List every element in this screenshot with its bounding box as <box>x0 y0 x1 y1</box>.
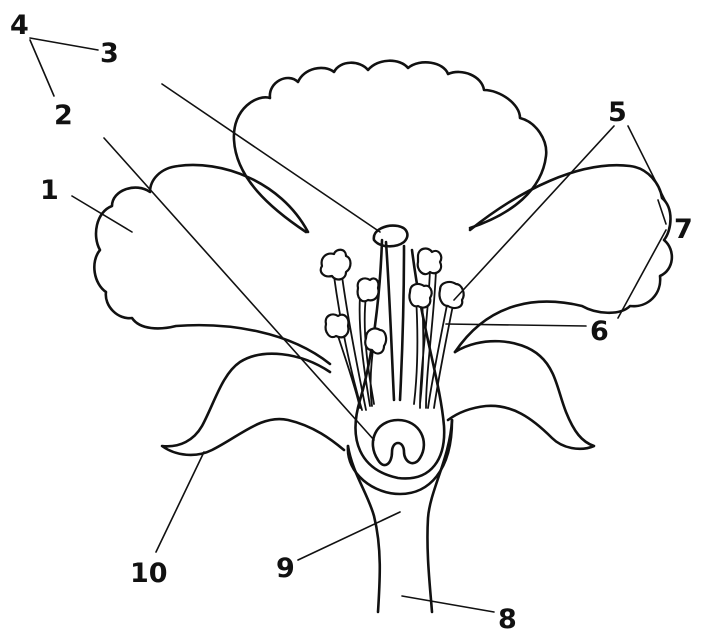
anther <box>326 314 349 337</box>
leader-line-2 <box>104 138 374 440</box>
stigma <box>374 226 408 247</box>
label-10: 10 <box>130 558 168 589</box>
leader-line-1 <box>72 196 132 232</box>
anther <box>358 278 379 301</box>
label-3: 3 <box>100 38 119 69</box>
ovule <box>373 420 424 465</box>
label-5: 5 <box>608 97 627 128</box>
anther <box>409 284 431 308</box>
style <box>386 242 404 400</box>
label-4: 4 <box>10 10 29 41</box>
leader-line-7 <box>618 200 666 318</box>
leader-line-9 <box>298 512 400 560</box>
label-2: 2 <box>54 100 73 131</box>
leader-line-8 <box>402 596 494 612</box>
anther <box>365 328 386 353</box>
label-9: 9 <box>276 553 295 584</box>
leader-line-5 <box>454 126 666 300</box>
label-6: 6 <box>590 316 609 347</box>
leader-line-4 <box>30 38 98 96</box>
sepal-left <box>162 354 344 455</box>
label-1: 1 <box>40 175 59 206</box>
anther <box>439 282 463 308</box>
leader-line-6 <box>446 324 586 326</box>
sepal-right <box>448 341 594 449</box>
petal-left <box>94 165 330 364</box>
label-8: 8 <box>498 604 517 633</box>
anther <box>418 249 442 275</box>
petal-upper <box>234 61 546 232</box>
label-7: 7 <box>674 214 693 245</box>
leader-line-3 <box>162 84 380 232</box>
anther <box>321 250 351 280</box>
leader-line-10 <box>156 452 204 552</box>
